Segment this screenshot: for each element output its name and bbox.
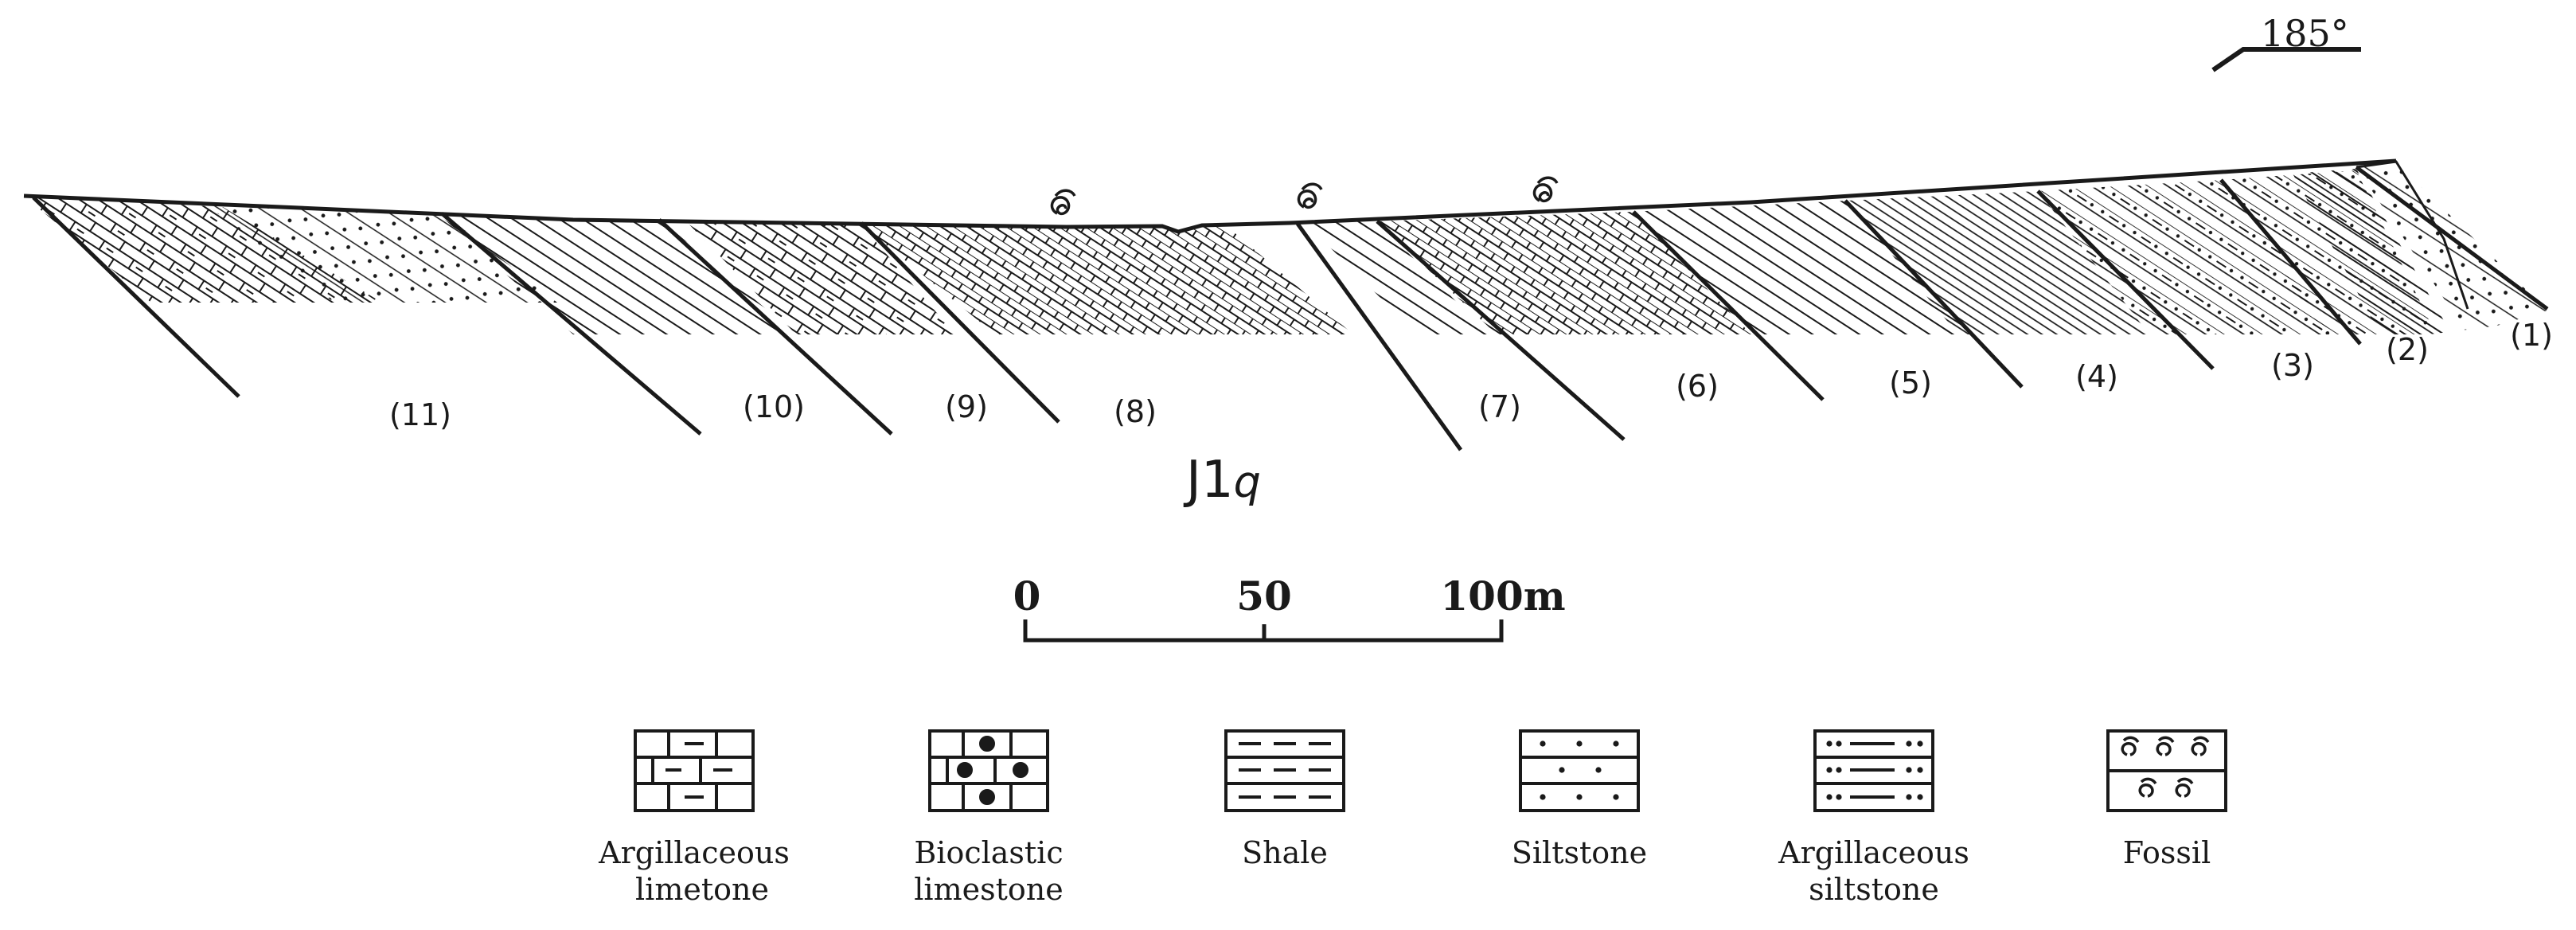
bed-1-block (2355, 160, 2469, 310)
legend-swatch-fossil (2106, 729, 2227, 812)
cross-section (24, 162, 2547, 334)
bed-1-fill (2356, 162, 2547, 334)
legend-swatch-bioclastic-limestone (928, 729, 1049, 812)
bed-5a-fill (1632, 201, 1974, 334)
legend: Argillaceous limetone Bioclastic limesto… (598, 729, 2227, 907)
legend-label-argillaceous-siltstone-1: Argillaceous (1778, 835, 1969, 870)
bed-2-fill (2293, 169, 2452, 334)
orientation-indicator: 185° (2211, 12, 2361, 72)
fossil-icon (1050, 189, 1076, 216)
bed-5b-fill (1847, 191, 2149, 334)
scale-tick-0: 0 (1013, 572, 1041, 619)
scale-bar: 0 50 100m (1013, 572, 1566, 643)
orientation-arrow-icon (2211, 47, 2361, 72)
bed-label-10: (10) (743, 389, 805, 424)
legend-label-argillaceous-siltstone-2: siltstone (1809, 872, 1939, 907)
bed-label-3: (3) (2271, 348, 2314, 383)
scale-bar-line (1023, 619, 1504, 643)
legend-label-argillaceous-limestone-1: Argillaceous (598, 835, 790, 870)
fossil-icon (1532, 176, 1559, 203)
bed-8-fill (860, 223, 1353, 334)
legend-swatch-siltstone (1519, 729, 1640, 812)
bed-7-fill (1306, 221, 1489, 334)
bed-label-6: (6) (1676, 369, 1719, 404)
legend-swatch-shale (1224, 729, 1345, 812)
bed-labels: (1) (2) (3) (4) (5) (6) (7) (8) (9) (10)… (389, 318, 2553, 432)
legend-label-shale: Shale (1242, 835, 1328, 870)
legend-swatch-argillaceous-siltstone (1813, 729, 1934, 812)
bed-label-9: (9) (945, 389, 988, 424)
orientation-label: 185° (2261, 12, 2349, 55)
bed-boundaries (32, 165, 2549, 451)
legend-swatch-argillaceous-limestone (634, 729, 755, 812)
bed-9-fill (685, 220, 955, 334)
bed-4-fill (2038, 180, 2332, 334)
formation-label: J1q (1183, 451, 1261, 510)
bed-label-4: (4) (2075, 359, 2118, 394)
legend-label-siltstone: Siltstone (1512, 835, 1647, 870)
bed-10-fill (438, 213, 796, 334)
bed-label-2: (2) (2386, 332, 2429, 367)
bed-label-11: (11) (389, 397, 451, 432)
bed-label-5: (5) (1889, 365, 1932, 401)
scale-tick-50: 50 (1236, 572, 1292, 619)
legend-label-argillaceous-limestone-2: limetone (635, 872, 769, 907)
ground-surface-line (23, 158, 2397, 234)
bed-label-7: (7) (1478, 389, 1521, 424)
legend-label-fossil: Fossil (2123, 835, 2211, 870)
bed-11-lower-fill (24, 196, 382, 303)
legend-label-bioclastic-limestone-2: limestone (914, 872, 1063, 907)
legend-label-bioclastic-limestone-1: Bioclastic (914, 835, 1063, 870)
fossil-icon (1297, 182, 1323, 209)
bed-label-8: (8) (1114, 394, 1157, 429)
scale-tick-100m: 100m (1440, 572, 1565, 619)
bed-label-1: (1) (2510, 318, 2553, 353)
fossil-markers (1050, 176, 1559, 216)
bed-11-upper-fill (207, 205, 557, 303)
